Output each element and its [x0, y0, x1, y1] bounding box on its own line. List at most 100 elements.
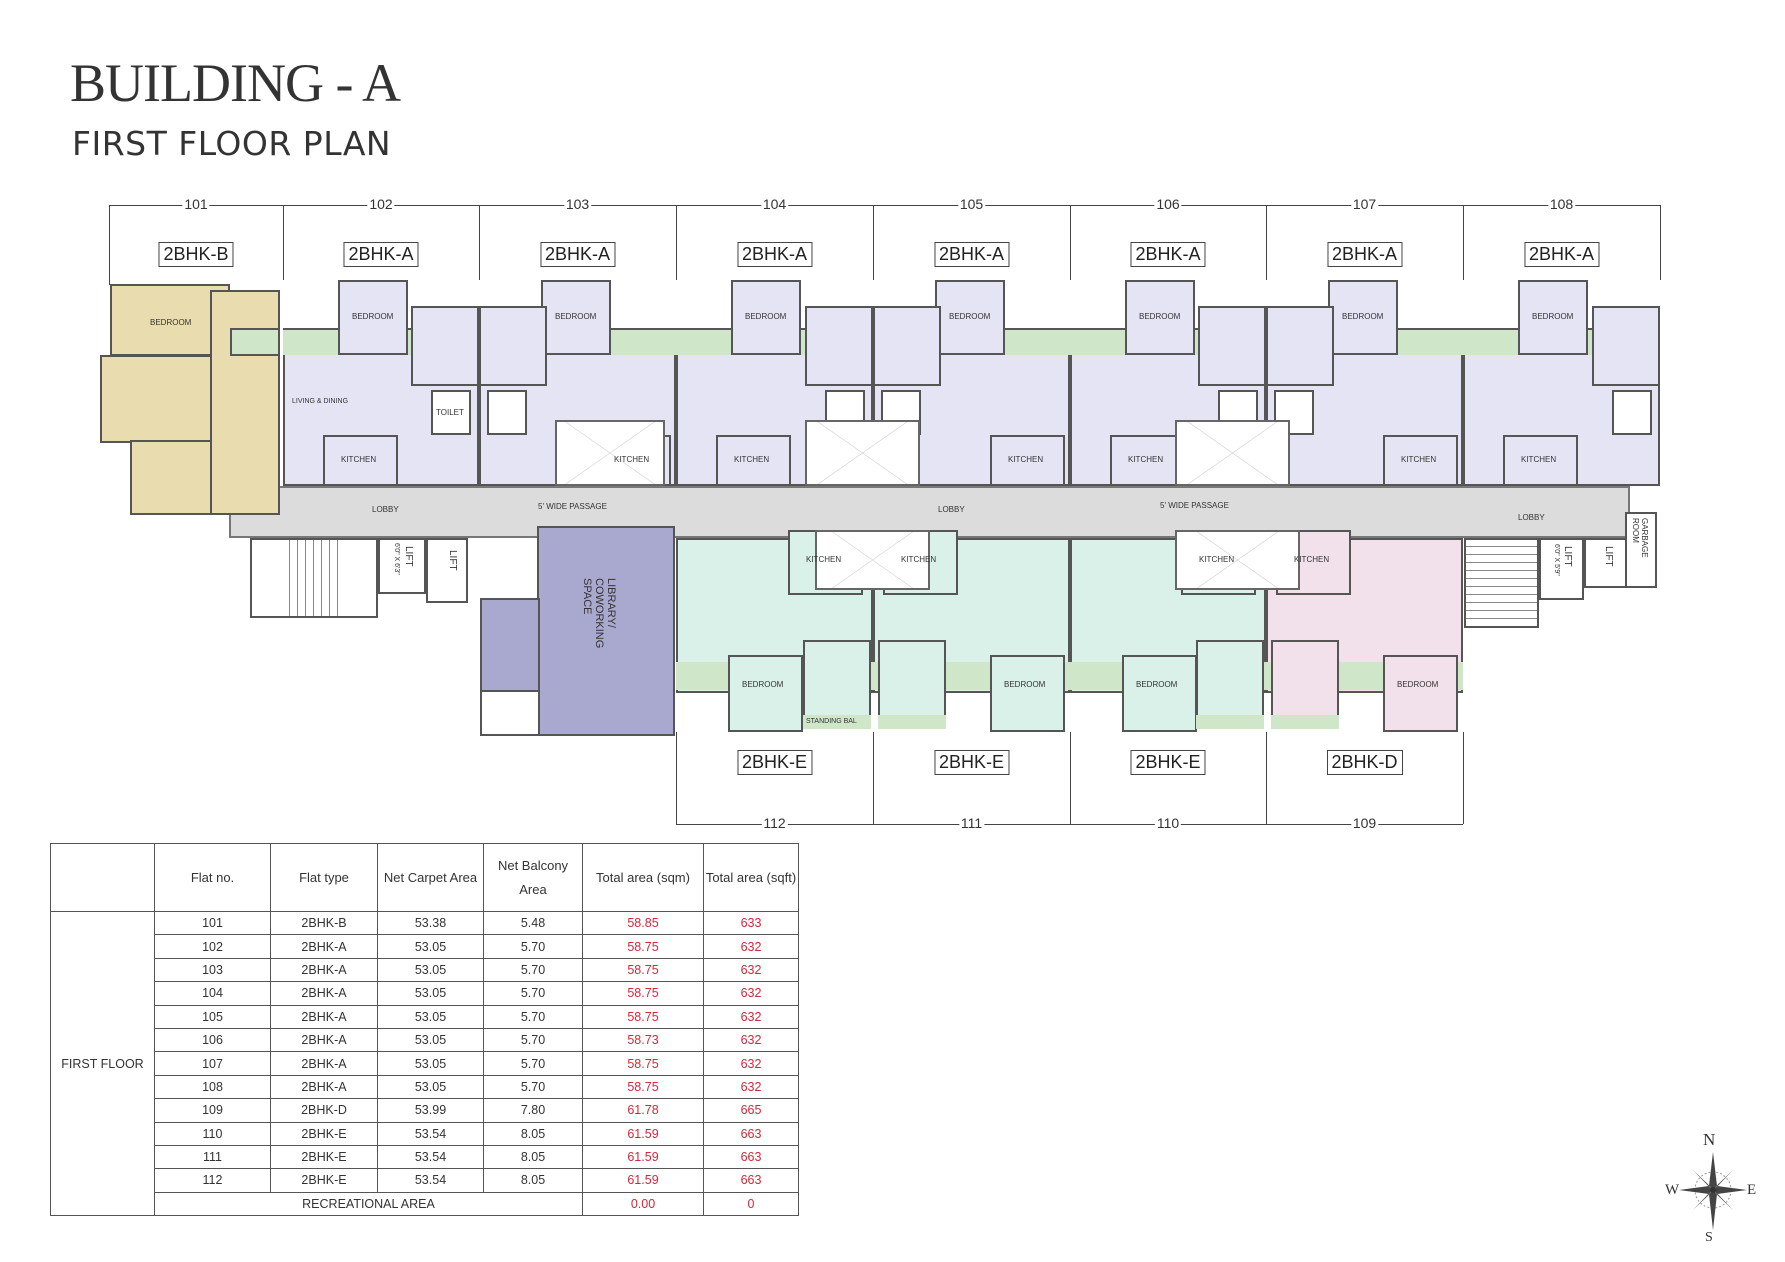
cell-flat-type: 2BHK-A	[270, 934, 378, 959]
cell-balcony-area: 5.70	[483, 1051, 583, 1076]
flat-type-108: 2BHK-A	[1523, 242, 1600, 267]
cell-flat-type: 2BHK-D	[270, 1098, 378, 1123]
compass-w: W	[1665, 1182, 1680, 1198]
cell-flat-no: 108	[154, 1074, 271, 1100]
lobby-label-2: LOBBY	[938, 505, 965, 514]
flat-type-106: 2BHK-A	[1130, 242, 1206, 267]
shaft-void-top-3	[1175, 420, 1290, 486]
library-label: LIBRARY/ COWORKING SPACE	[581, 578, 617, 649]
header-total-sqft: Total area (sqft)	[703, 843, 799, 912]
cell-carpet-area: 53.05	[377, 1051, 484, 1076]
cell-balcony-area: 5.70	[483, 981, 583, 1006]
unit-105-bedroom-1	[935, 280, 1005, 355]
flat-type-109: 2BHK-D	[1326, 750, 1403, 775]
bottom-dimension-tick	[873, 732, 874, 824]
cell-flat-no: 111	[154, 1144, 271, 1170]
cell-total-sqft: 632	[703, 1051, 799, 1076]
top-dimension-tick	[1660, 205, 1661, 280]
header-balcony-area: Net Balcony Area	[483, 843, 583, 912]
passage-label-2: 5' WIDE PASSAGE	[1160, 501, 1229, 510]
header-carpet-area: Net Carpet Area	[377, 843, 484, 912]
lobby-label-3: LOBBY	[1518, 513, 1545, 522]
lobby-label-1: LOBBY	[372, 505, 399, 514]
cell-flat-no: 104	[154, 981, 271, 1006]
unit-107-bedroom-1	[1328, 280, 1398, 355]
top-dimension-tick	[283, 205, 284, 280]
header-blank	[50, 843, 155, 912]
cell-total-sqm: 58.85	[582, 910, 704, 936]
bottom-dimension-tick	[1070, 732, 1071, 824]
library-coworking-space: LIBRARY/ COWORKING SPACE	[537, 526, 675, 736]
top-dimension-tick	[1070, 205, 1071, 280]
unit-109-bedroom-1	[1383, 655, 1458, 732]
unit-111-bedroom-2	[878, 640, 946, 722]
unit-104-bedroom-2	[805, 306, 873, 386]
cell-carpet-area: 53.05	[377, 934, 484, 959]
flat-type-111: 2BHK-E	[933, 750, 1010, 775]
flat-number-104: 104	[760, 196, 789, 212]
floor-plan-drawing: LOBBY 5' WIDE PASSAGE LOBBY 5' WIDE PASS…	[100, 196, 1661, 831]
lift-4-label: LIFT	[1603, 546, 1614, 567]
flat-type-112: 2BHK-E	[736, 750, 813, 775]
shaft-void-bottom-2	[1175, 530, 1300, 590]
cell-balcony-area: 5.70	[483, 957, 583, 983]
cell-total-sqm: 58.73	[582, 1027, 704, 1053]
flat-number-106: 106	[1154, 196, 1182, 212]
cell-total-sqm: 61.78	[582, 1098, 704, 1123]
header-flat-no: Flat no.	[154, 843, 271, 912]
compass-s: S	[1705, 1230, 1713, 1245]
lift-2: LIFT	[426, 538, 468, 603]
bottom-dimension-tick	[676, 732, 677, 824]
unit-105-bedroom-2	[873, 306, 941, 386]
lift-3-label: LIFT	[1562, 546, 1573, 567]
bottom-dimension-tick	[1266, 732, 1267, 824]
compass-star-icon	[1679, 1152, 1747, 1230]
compass-rose: N S W E	[1665, 1130, 1756, 1250]
flat-type-110: 2BHK-E	[1130, 750, 1206, 775]
cell-balcony-area: 5.70	[483, 1074, 583, 1100]
unit-102-toilet	[431, 390, 471, 435]
cell-total-sqft: 632	[703, 1074, 799, 1100]
top-dimension-tick	[1463, 205, 1464, 280]
cell-carpet-area: 53.05	[377, 1074, 484, 1100]
lift-1-size: 6'0" X 6'3"	[393, 543, 400, 575]
cell-carpet-area: 53.05	[377, 957, 484, 983]
cell-total-sqft: 632	[703, 1004, 799, 1029]
library-terrace	[480, 690, 540, 736]
unit-101-living	[210, 290, 280, 515]
cell-flat-no: 110	[154, 1121, 271, 1146]
bottom-dimension-line	[676, 824, 1463, 825]
unit-106-bedroom-2	[1198, 306, 1266, 386]
cell-balcony-area: 8.05	[483, 1144, 583, 1170]
cell-balcony-area: 8.05	[483, 1168, 583, 1193]
cell-flat-no: 105	[154, 1004, 271, 1029]
unit-106-kitchen	[1110, 435, 1185, 486]
flat-number-107: 107	[1350, 196, 1379, 212]
cell-total-sqft: 663	[703, 1168, 799, 1193]
shaft-void-top-1	[555, 420, 665, 486]
lift-4: LIFT	[1584, 538, 1630, 588]
cell-carpet-area: 53.05	[377, 1004, 484, 1029]
cell-flat-type: 2BHK-B	[270, 910, 378, 936]
unit-111-standing-balcony	[878, 715, 946, 729]
unit-110-bedroom-2	[1196, 640, 1264, 722]
top-dimension-tick	[873, 205, 874, 280]
cell-total-sqm: 58.75	[582, 1051, 704, 1076]
cell-total-sqm: 61.59	[582, 1121, 704, 1146]
cell-flat-type: 2BHK-A	[270, 957, 378, 983]
recreational-sqm: 0.00	[582, 1191, 704, 1217]
unit-104-kitchen	[716, 435, 791, 486]
cell-flat-type: 2BHK-E	[270, 1121, 378, 1146]
left-staircase	[250, 538, 378, 618]
garbage-room: GARBAGE ROOM	[1625, 512, 1657, 588]
